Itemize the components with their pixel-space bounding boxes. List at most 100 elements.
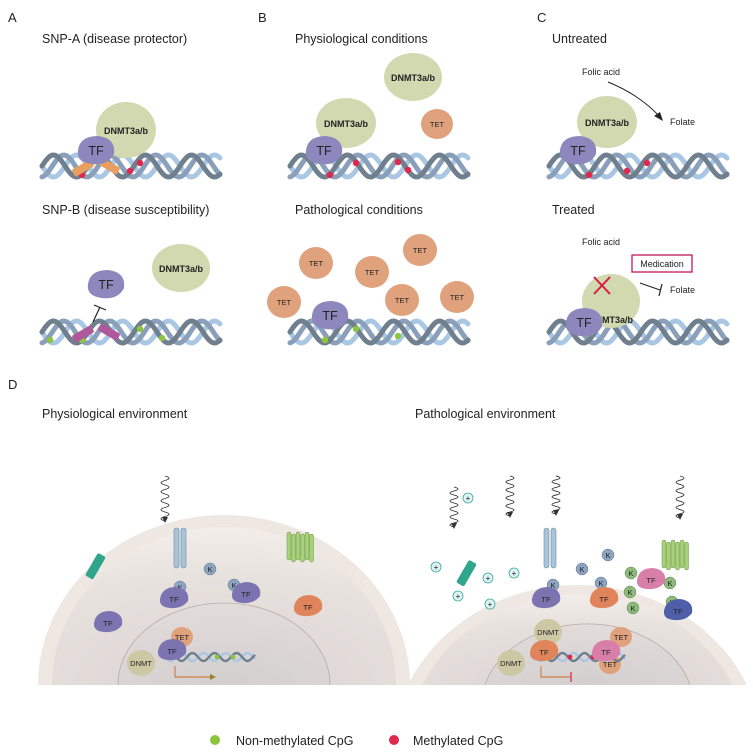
- tf-blob: [311, 301, 349, 330]
- non-methylated-cpg: [214, 654, 220, 660]
- tet-label: TET: [395, 296, 410, 305]
- dna-strand: [546, 152, 730, 180]
- dna-strand: [287, 152, 471, 180]
- folic-acid-label: Folic acid: [582, 67, 620, 77]
- title-physiological-conditions: Physiological conditions: [295, 32, 428, 46]
- gpcr-helix: [291, 533, 296, 563]
- kinase: [203, 562, 217, 576]
- transcription-arrowhead: [210, 674, 216, 680]
- inhibition-bar: [93, 304, 107, 311]
- legend-non-methylated: Non-methylated CpG: [236, 734, 353, 748]
- methylated-cpg: [567, 654, 573, 660]
- legend-red-dot: [389, 735, 399, 745]
- tf-blob: [531, 587, 561, 609]
- signal-arrowhead: [451, 523, 457, 529]
- tf-label: TF: [576, 316, 592, 330]
- kinase-label: K: [630, 604, 635, 613]
- tet-label: TET: [413, 246, 428, 255]
- signal-wave: [551, 475, 561, 515]
- tf-blob: [565, 308, 603, 337]
- non-methylated-cpg: [158, 334, 166, 342]
- tf-blob: [559, 136, 597, 165]
- ion-channel: [85, 553, 106, 580]
- gpcr-helix: [670, 539, 676, 569]
- kinase-label: K: [550, 581, 555, 590]
- nucleus: [117, 602, 331, 686]
- signal-arrowhead: [677, 514, 683, 520]
- tet-label: TET: [365, 268, 380, 277]
- tf-label: TF: [541, 595, 551, 604]
- non-methylated-cpg: [394, 332, 402, 340]
- receptor: [543, 527, 550, 569]
- untreated-diagram: DNMT3a/b TF Folic acid Folate: [559, 67, 695, 165]
- kinase-active: [626, 601, 640, 615]
- dnmt-blob: [534, 619, 562, 645]
- tf-blob: [159, 587, 189, 609]
- tf-label: TF: [601, 648, 611, 657]
- tet-label: TET: [175, 633, 190, 642]
- tf-blob: [293, 595, 323, 617]
- gpcr-helix: [679, 539, 685, 569]
- kinase-label: K: [579, 565, 584, 574]
- tf-blob: [663, 599, 693, 621]
- cross-line: [593, 276, 611, 295]
- tf-blob: [231, 582, 261, 604]
- tet-label: TET: [430, 120, 445, 129]
- tet-label: TET: [450, 293, 465, 302]
- tf-blob: [77, 136, 115, 165]
- methylated-cpg: [585, 171, 593, 179]
- ion: [462, 492, 474, 504]
- methylated-cpg: [394, 158, 402, 166]
- dnmt3-blob: [384, 53, 442, 101]
- title-pathological-environment: Pathological environment: [415, 407, 556, 421]
- title-pathological-conditions: Pathological conditions: [295, 203, 423, 217]
- gpcr-helix: [286, 531, 292, 561]
- tet-blob: [403, 234, 437, 266]
- dna-strand: [546, 318, 730, 346]
- dnmt3-label: DNMT3a/b: [391, 73, 436, 83]
- repression-line: [540, 666, 570, 678]
- ion: [452, 590, 464, 602]
- methylated-cpg: [126, 167, 134, 175]
- title-snp-a: SNP-A (disease protector): [42, 32, 187, 46]
- kinase-label: K: [231, 581, 236, 590]
- gpcr-helix: [684, 541, 689, 571]
- tf-label: TF: [167, 647, 177, 656]
- tf-label: TF: [673, 607, 683, 616]
- tet-blob: [610, 627, 632, 647]
- snp-a-block: [72, 159, 94, 177]
- signal-arrowhead: [553, 510, 559, 516]
- ion-channel: [456, 560, 477, 587]
- dnmt3-label: DNMT3a/b: [585, 118, 630, 128]
- tf-pathological: TF: [311, 301, 349, 330]
- dna-strand: [39, 152, 223, 180]
- inhibition-line: [92, 306, 101, 323]
- kinase: [601, 548, 615, 562]
- arrow-head: [654, 112, 663, 121]
- ion: [508, 567, 520, 579]
- folic-acid-label: Folic acid: [582, 237, 620, 247]
- tf-blob: [589, 587, 619, 609]
- kinase-label: K: [628, 569, 633, 578]
- receptor: [550, 527, 557, 569]
- dnmt-blob: [127, 650, 155, 676]
- signal-arrowhead: [507, 512, 513, 518]
- kinase-active: [624, 566, 638, 580]
- medication-box: [631, 254, 693, 273]
- dna-helix: [39, 152, 223, 180]
- non-methylated-cpg: [230, 654, 236, 660]
- tf-label: TF: [241, 590, 251, 599]
- title-physiological-environment: Physiological environment: [42, 407, 188, 421]
- tet-label: TET: [603, 660, 618, 669]
- tet-blob: [299, 247, 333, 279]
- panel-letter-b: B: [258, 10, 267, 25]
- tf-label: TF: [322, 309, 338, 323]
- non-methylated-cpg: [352, 325, 360, 333]
- tet-blob: [267, 286, 301, 318]
- inhibition-bar: [658, 283, 663, 297]
- folate-label: Folate: [670, 117, 695, 127]
- tf-label: TF: [169, 595, 179, 604]
- kinase-label: K: [627, 588, 632, 597]
- panel-letter-c: C: [537, 10, 546, 25]
